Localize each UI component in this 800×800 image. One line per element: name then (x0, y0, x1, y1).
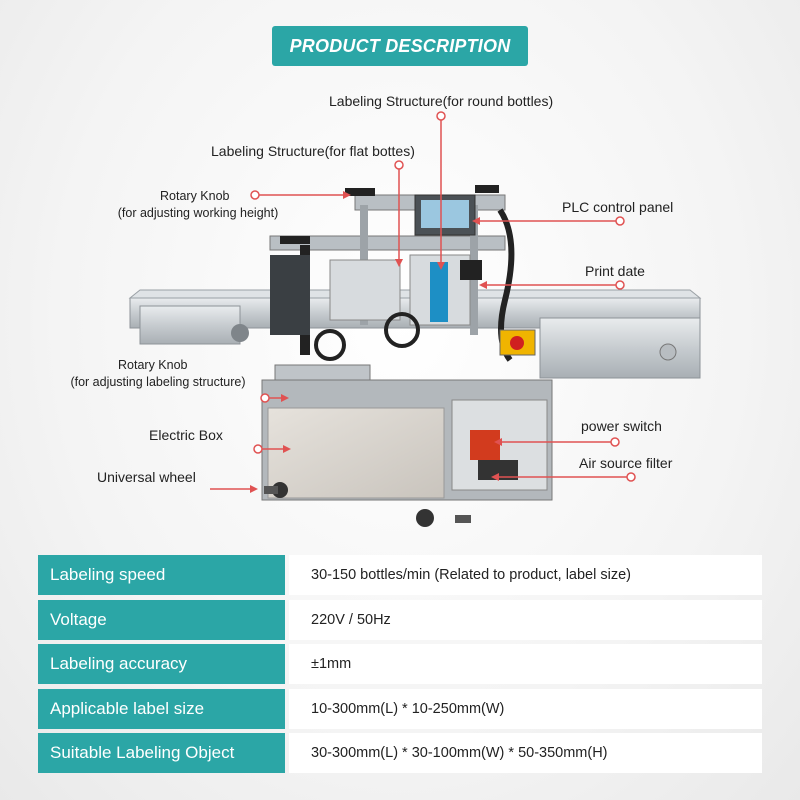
spec-label: Labeling speed (38, 555, 285, 595)
callout-universal-wheel: Universal wheel (97, 469, 196, 485)
labeling-frame (269, 185, 536, 406)
callout-round-bottles: Labeling Structure(for round bottles) (329, 93, 554, 109)
spec-label: Applicable label size (38, 688, 285, 729)
spec-row: Voltage 220V / 50Hz (38, 599, 762, 640)
callout-electric-box: Electric Box (149, 427, 223, 443)
callout-power-switch: power switch (581, 418, 662, 434)
section-title: PRODUCT DESCRIPTION (289, 35, 511, 56)
spec-label: Suitable Labeling Object (38, 733, 285, 773)
spec-row: Labeling accuracy ±1mm (38, 644, 762, 684)
callout-plc-panel: PLC control panel (562, 199, 674, 215)
callout-markers (250, 111, 636, 482)
electric-box (261, 379, 553, 527)
section-title-banner: PRODUCT DESCRIPTION (272, 26, 528, 66)
spec-value: 30-150 bottles/min (Related to product, … (289, 555, 762, 595)
spec-label: Labeling accuracy (38, 644, 285, 684)
spec-row: Applicable label size 10-300mm(L) * 10-2… (38, 688, 762, 729)
callout-flat-bottles: Labeling Structure(for flat bottes) (211, 143, 415, 159)
spec-value: 220V / 50Hz (289, 599, 762, 640)
callout-arrowheads (250, 191, 502, 493)
spec-value: 10-300mm(L) * 10-250mm(W) (289, 688, 762, 729)
callout-print-date: Print date (585, 263, 645, 279)
callout-rotary-knob-height-sub: (for adjusting working height) (117, 206, 279, 220)
machine-illustration (128, 111, 702, 527)
callout-air-filter: Air source filter (579, 455, 673, 471)
spec-row: Suitable Labeling Object 30-300mm(L) * 3… (38, 733, 762, 773)
specs-table: Labeling speed 30-150 bottles/min (Relat… (38, 555, 762, 778)
spec-value: 30-300mm(L) * 30-100mm(W) * 50-350mm(H) (289, 733, 762, 773)
spec-label: Voltage (38, 599, 285, 640)
callout-rotary-knob-height-title: Rotary Knob (160, 189, 230, 203)
callout-lines (210, 118, 628, 490)
spec-row: Labeling speed 30-150 bottles/min (Relat… (38, 555, 762, 595)
spec-value: ±1mm (289, 644, 762, 684)
callout-rotary-knob-labeling: Rotary Knob (for adjusting labeling stru… (58, 357, 258, 391)
callout-rotary-knob-height: Rotary Knob (for adjusting working heigh… (108, 188, 288, 222)
callout-rotary-knob-labeling-sub: (for adjusting labeling structure) (70, 375, 246, 389)
callout-rotary-knob-labeling-title: Rotary Knob (118, 358, 188, 372)
